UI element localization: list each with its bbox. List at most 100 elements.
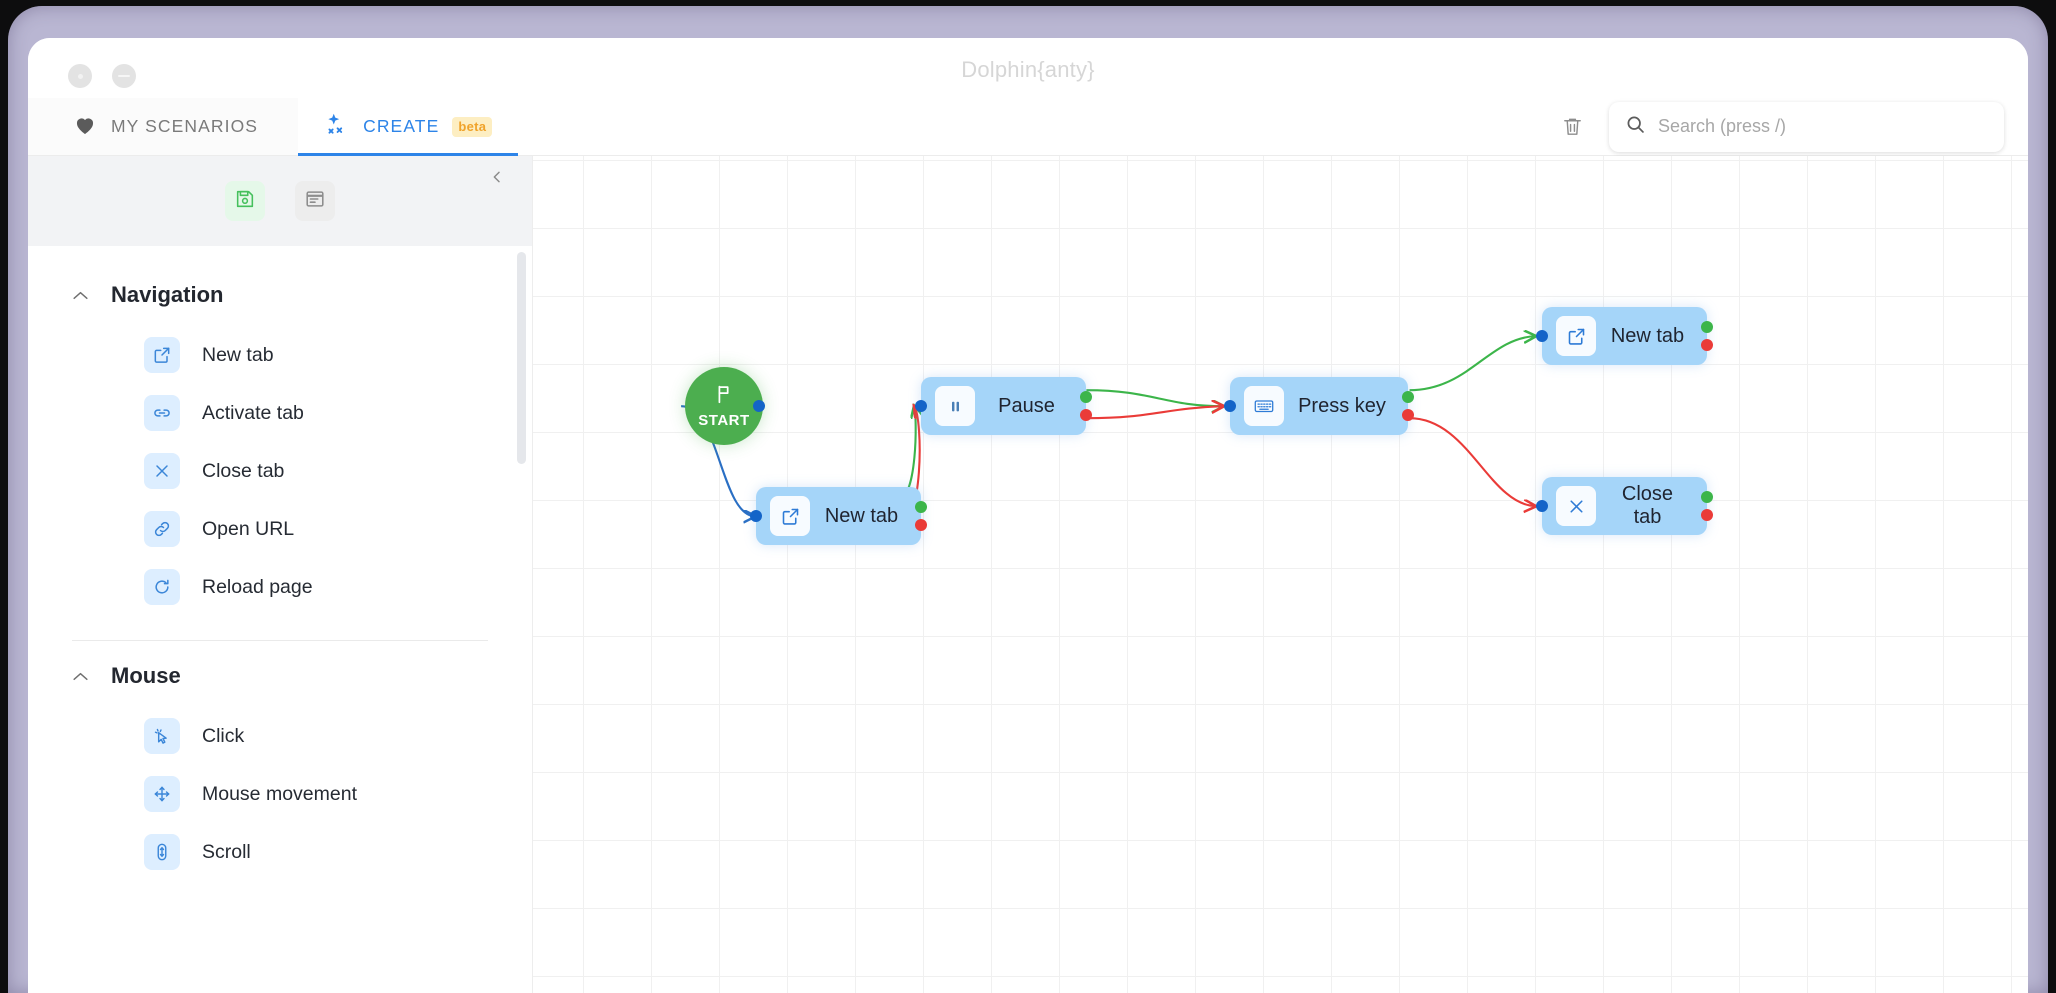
sidebar-item-label: Activate tab (202, 401, 304, 424)
close-x-icon (1556, 486, 1596, 526)
port-success[interactable] (1402, 391, 1414, 403)
sidebar-item-reload-page[interactable]: Reload page (28, 558, 532, 616)
sidebar-item-label: Mouse movement (202, 782, 357, 805)
port-success[interactable] (915, 501, 927, 513)
sidebar-item-click[interactable]: Click (28, 707, 532, 765)
save-icon (234, 188, 256, 215)
port-error[interactable] (1402, 409, 1414, 421)
edge-pause-presskey-success (1086, 389, 1223, 406)
port-in[interactable] (1536, 500, 1548, 512)
port-success[interactable] (1080, 391, 1092, 403)
sidebar-item-new-tab[interactable]: New tab (28, 326, 532, 384)
node-start[interactable]: START (685, 367, 765, 445)
node-label: New tab (824, 504, 899, 527)
search-input[interactable] (1658, 116, 1988, 137)
sidebar-item-mouse-movement[interactable]: Mouse movement (28, 765, 532, 823)
external-link-icon (144, 337, 180, 373)
sidebar-item-label: Scroll (202, 840, 251, 863)
group-title: Navigation (111, 282, 224, 307)
edge-presskey-closetab (1409, 417, 1536, 506)
chevron-up-icon (72, 289, 89, 304)
node-close-tab[interactable]: Close tab (1536, 477, 1713, 535)
save-button[interactable] (225, 181, 265, 221)
node-label: Pause (998, 394, 1055, 417)
node-label: Press key (1298, 394, 1386, 417)
sidebar-item-label: Reload page (202, 575, 313, 598)
toolbar-right (1557, 98, 2028, 155)
external-link-icon (1556, 316, 1596, 356)
sparkle-icon (324, 111, 350, 142)
document-icon (304, 188, 326, 215)
tab-label: CREATE (363, 116, 440, 136)
search-box[interactable] (1609, 101, 2004, 152)
edge-layer (680, 156, 2028, 530)
sidebar-item-label: New tab (202, 343, 274, 366)
group-header-mouse[interactable]: Mouse (28, 641, 532, 707)
keyboard-icon (1244, 386, 1284, 426)
search-icon (1625, 114, 1646, 140)
node-press-key[interactable]: Press key (1224, 377, 1414, 435)
close-button[interactable] (68, 64, 92, 88)
minimize-button[interactable] (112, 64, 136, 88)
link-horizontal-icon (144, 395, 180, 431)
tab-label: MY SCENARIOS (111, 116, 259, 136)
group-title: Mouse (111, 663, 181, 688)
sidebar-item-label: Close tab (202, 459, 285, 482)
app-window: Dolphin{anty} MY SCENARIOS (28, 38, 2028, 993)
port-in[interactable] (915, 400, 927, 412)
port-error[interactable] (1701, 339, 1713, 351)
group-header-navigation[interactable]: Navigation (28, 260, 532, 326)
scenario-canvas[interactable]: START New tab (533, 156, 2028, 993)
trash-icon[interactable] (1557, 112, 1587, 142)
chevron-up-icon (72, 670, 89, 685)
close-x-icon (144, 453, 180, 489)
port-in[interactable] (750, 510, 762, 522)
external-link-icon (770, 496, 810, 536)
pause-icon (935, 386, 975, 426)
flag-icon (713, 383, 735, 410)
node-new-tab-2[interactable]: New tab (1536, 307, 1713, 365)
sidebar-item-activate-tab[interactable]: Activate tab (28, 384, 532, 442)
edge-presskey-newtab2 (1409, 336, 1536, 392)
sidebar-scrollbar-thumb[interactable] (517, 252, 526, 464)
node-label: New tab (1610, 324, 1685, 347)
sidebar-item-close-tab[interactable]: Close tab (28, 442, 532, 500)
sidebar-item-label: Open URL (202, 517, 295, 540)
port-success[interactable] (1701, 491, 1713, 503)
node-label: Close tab (1621, 483, 1674, 528)
port-in[interactable] (1224, 400, 1236, 412)
chain-link-icon (144, 511, 180, 547)
port-error[interactable] (915, 519, 927, 531)
port-success[interactable] (1701, 321, 1713, 333)
port-error[interactable] (1701, 509, 1713, 521)
sidebar-item-open-url[interactable]: Open URL (28, 500, 532, 558)
edge-pause-presskey-error (1086, 406, 1223, 420)
notes-button[interactable] (295, 181, 335, 221)
tab-create[interactable]: CREATE beta (298, 98, 519, 156)
main-body: Navigation New tab (28, 156, 2028, 993)
sidebar: Navigation New tab (28, 156, 533, 993)
sidebar-scrollbar-track[interactable] (517, 246, 529, 993)
node-label: START (698, 412, 750, 429)
node-new-tab-1[interactable]: New tab (750, 487, 927, 545)
chevron-left-icon[interactable] (484, 164, 510, 190)
move-arrows-icon (144, 776, 180, 812)
port-in[interactable] (1536, 330, 1548, 342)
group-divider (72, 640, 488, 641)
app-title: Dolphin{anty} (961, 57, 1095, 82)
port-error[interactable] (1080, 409, 1092, 421)
cursor-click-icon (144, 718, 180, 754)
sidebar-toolbar (28, 156, 532, 246)
sidebar-scroll-area: Navigation New tab (28, 246, 532, 993)
tab-bar: MY SCENARIOS CREATE beta (28, 98, 2028, 156)
tab-my-scenarios[interactable]: MY SCENARIOS (28, 98, 299, 155)
node-pause[interactable]: Pause (915, 377, 1092, 435)
beta-badge: beta (452, 116, 493, 137)
sidebar-item-scroll[interactable]: Scroll (28, 823, 532, 881)
dot-icon (77, 73, 83, 79)
minus-icon (118, 74, 130, 78)
title-bar: Dolphin{anty} (28, 38, 2028, 98)
refresh-icon (144, 569, 180, 605)
port-out[interactable] (753, 400, 765, 412)
